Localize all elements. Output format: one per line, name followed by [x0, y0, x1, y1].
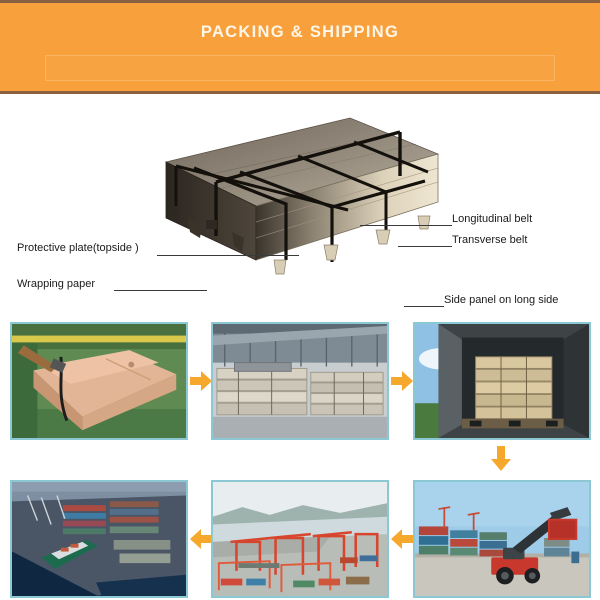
header-subtitle-text	[46, 56, 554, 80]
photo-port-aerial	[10, 480, 188, 598]
leader-line-protective-plate	[157, 255, 299, 256]
photo-container-loaded	[413, 322, 591, 440]
leader-line-longitudinal-belt	[360, 225, 452, 226]
label-longitudinal-belt: Longitudinal belt	[452, 213, 533, 225]
crate-illustration	[128, 110, 448, 300]
packing-diagram-section: Longitudinal belt Transverse belt Protec…	[0, 94, 600, 312]
leader-line-transverse-belt	[398, 246, 452, 247]
arrow-right-icon-1	[190, 370, 212, 392]
photo-warehouse-stacks	[211, 322, 389, 440]
photo-reach-stacker-art	[415, 482, 589, 596]
photo-warehouse-stacks-art	[213, 324, 387, 438]
photo-strapping-crate-art	[12, 324, 186, 438]
photo-port-cranes	[211, 480, 389, 598]
photo-port-cranes-art	[213, 482, 387, 596]
crate-svg	[164, 117, 440, 275]
photo-strapping-crate	[10, 322, 188, 440]
label-side-panel: Side panel on long side	[444, 294, 559, 306]
label-transverse-belt: Transverse belt	[452, 234, 528, 246]
page-header-banner: PACKING & SHIPPING	[0, 0, 600, 94]
arrow-down-icon	[490, 446, 512, 472]
photo-process-grid	[0, 312, 600, 600]
label-wrapping-paper: Wrapping paper	[17, 278, 96, 290]
arrow-left-icon-1	[391, 528, 413, 550]
photo-reach-stacker	[413, 480, 591, 598]
header-subtitle-box	[45, 55, 555, 81]
leader-line-side-panel	[404, 306, 444, 307]
arrow-right-icon-2	[391, 370, 413, 392]
label-protective-plate: Protective plate(topside )	[17, 242, 139, 254]
photo-container-loaded-art	[415, 324, 589, 438]
photo-port-aerial-art	[12, 482, 186, 596]
arrow-left-icon-2	[190, 528, 212, 550]
leader-line-wrapping-paper	[114, 290, 207, 291]
page-title: PACKING & SHIPPING	[200, 23, 400, 41]
